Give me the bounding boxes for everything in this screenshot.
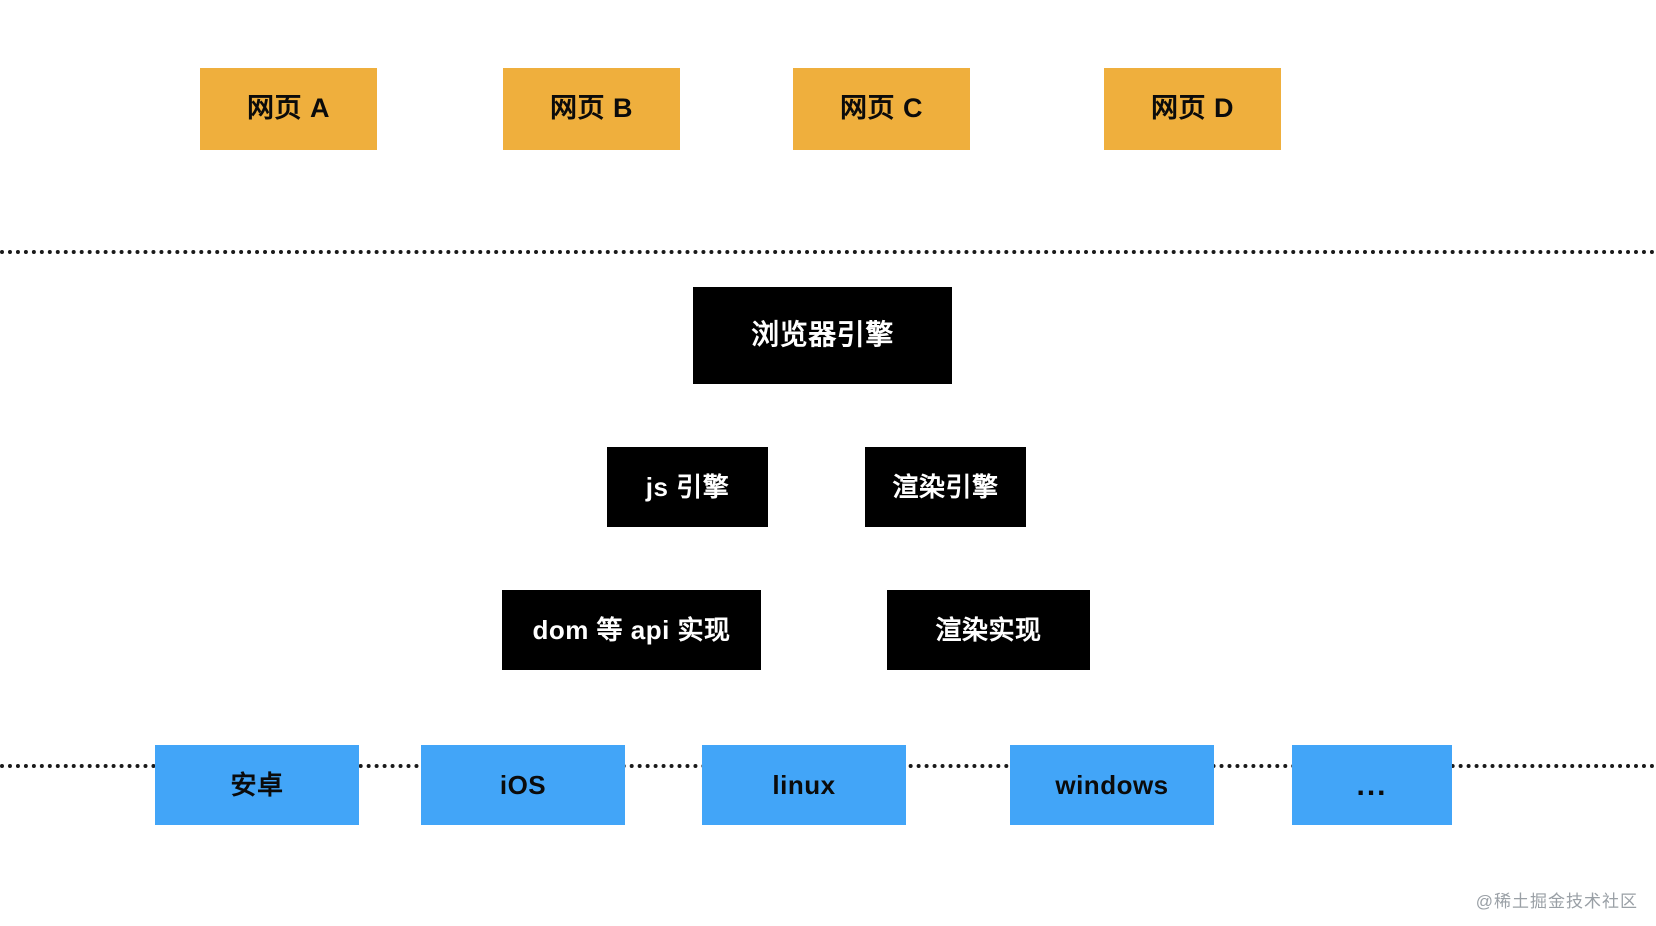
node-label: js 引擎: [645, 471, 730, 502]
node-label: ...: [1356, 768, 1388, 802]
node-os-windows: windows: [1010, 745, 1214, 825]
node-dom-api-impl: dom 等 api 实现: [502, 590, 761, 670]
watermark: @稀土掘金技术社区: [1475, 892, 1638, 911]
node-label: 网页 A: [247, 93, 330, 124]
node-label: iOS: [499, 769, 547, 800]
node-os-android: 安卓: [155, 745, 359, 825]
node-label: 浏览器引擎: [751, 319, 894, 351]
node-render-impl: 渲染实现: [887, 590, 1090, 670]
node-label: dom 等 api 实现: [532, 614, 731, 645]
divider-pages-engine: [0, 250, 1656, 254]
node-browser-engine: 浏览器引擎: [693, 287, 952, 384]
node-web-page-b: 网页 B: [503, 68, 680, 150]
node-label: 渲染引擎: [892, 471, 999, 502]
node-label: windows: [1055, 769, 1169, 800]
node-os-more: ...: [1292, 745, 1452, 825]
node-js-engine: js 引擎: [607, 447, 768, 527]
node-label: 网页 D: [1151, 93, 1234, 124]
node-label: linux: [772, 769, 836, 800]
node-os-ios: iOS: [421, 745, 625, 825]
node-web-page-d: 网页 D: [1104, 68, 1281, 150]
node-web-page-a: 网页 A: [200, 68, 377, 150]
node-web-page-c: 网页 C: [793, 68, 970, 150]
node-label: 安卓: [230, 769, 284, 800]
node-label: 网页 B: [550, 93, 633, 124]
node-label: 渲染实现: [935, 614, 1042, 645]
node-label: 网页 C: [840, 93, 923, 124]
node-render-engine: 渲染引擎: [865, 447, 1026, 527]
node-os-linux: linux: [702, 745, 906, 825]
